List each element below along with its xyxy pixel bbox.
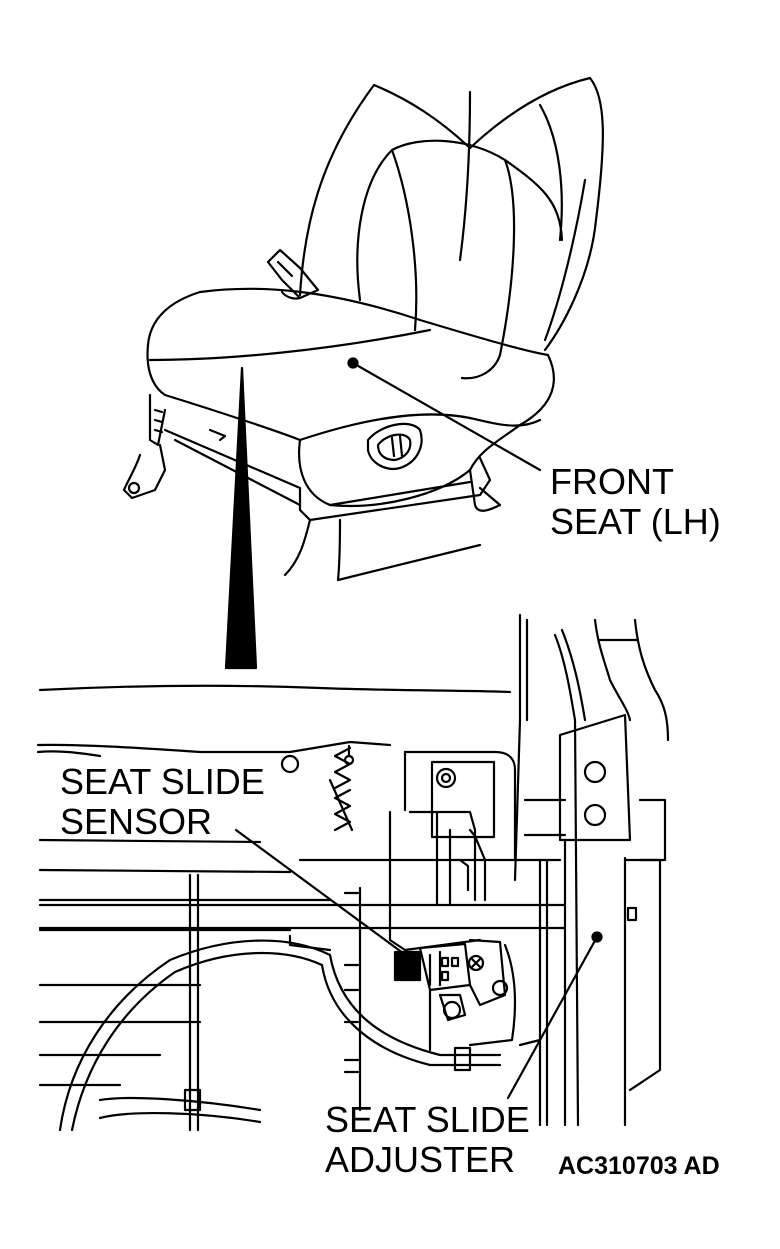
seat-slide-sensor-leader [234, 828, 417, 964]
front-seat-illustration [122, 76, 604, 582]
figure-code: AC310703 AD [558, 1152, 720, 1180]
seat-slide-adjuster-label: SEAT SLIDE ADJUSTER [325, 1100, 530, 1180]
seat-slide-adjuster-leader [506, 931, 603, 1100]
front-seat-label-line1: FRONT [550, 461, 674, 502]
seat-slide-sensor-label: SEAT SLIDE SENSOR [60, 762, 265, 842]
seat-slide-sensor-label-line2: SENSOR [60, 801, 213, 842]
front-seat-leader [347, 357, 542, 472]
closeup-illustration [36, 613, 670, 1132]
front-seat-label: FRONT SEAT (LH) [550, 462, 721, 542]
detail-pointer-wedge [224, 366, 258, 670]
front-seat-label-line2: SEAT (LH) [550, 501, 721, 542]
seat-slide-adjuster-label-line1: SEAT SLIDE [325, 1099, 530, 1140]
seat-slide-adjuster-label-line2: ADJUSTER [325, 1139, 516, 1180]
seat-slide-sensor-label-line1: SEAT SLIDE [60, 761, 265, 802]
